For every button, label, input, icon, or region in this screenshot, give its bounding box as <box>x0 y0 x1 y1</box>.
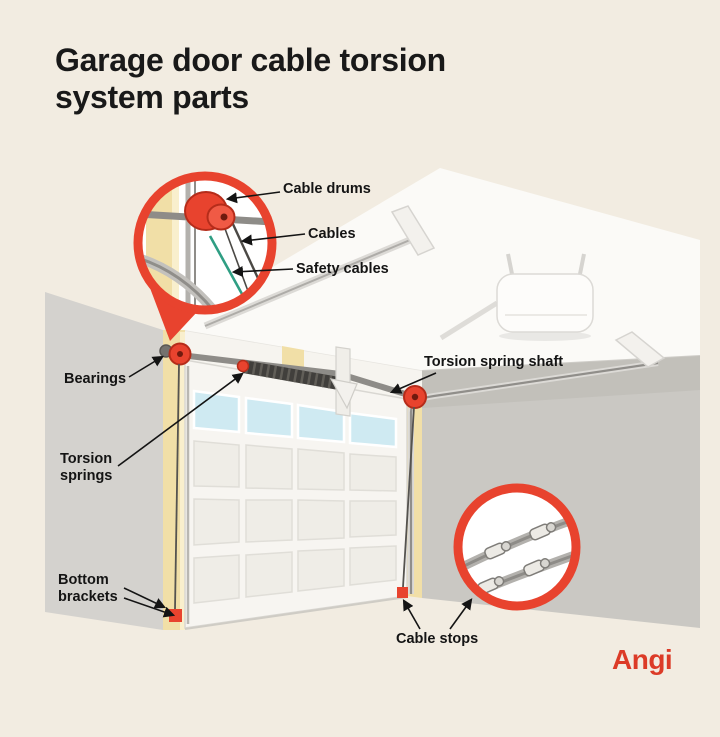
arrow-to-cable-stop-door <box>402 599 421 630</box>
zoom-callout-stops <box>453 483 581 611</box>
arrow-to-springs <box>117 372 244 467</box>
label-cable-stops: Cable stops <box>396 631 479 647</box>
label-safety-cables: Safety cables <box>296 261 389 277</box>
label-arrows <box>117 191 473 630</box>
spring-winding-cone <box>236 359 250 373</box>
center-bearing-cone <box>329 378 358 410</box>
track-hanger-left <box>390 205 436 256</box>
label-cables: Cables <box>308 226 356 242</box>
arrow-to-bottom-bracket-2 <box>123 597 176 618</box>
page-title: Garage door cable torsion system parts <box>55 42 446 116</box>
opener-rail <box>439 300 499 341</box>
callout-ring <box>453 483 581 611</box>
label-bottom-brackets: Bottom brackets <box>58 572 118 606</box>
callout-tail <box>150 288 197 341</box>
label-bearings: Bearings <box>64 371 127 387</box>
arrow-to-bearings <box>128 355 164 378</box>
cable-drum-right-axle <box>411 393 419 401</box>
cable-stop <box>529 522 557 541</box>
torsion-spring-coils <box>244 360 338 390</box>
cable-stop <box>523 558 551 577</box>
arrow-to-cable-stop-zoom <box>449 598 473 630</box>
garage-door-opener <box>439 253 594 341</box>
bottom-bracket-left <box>169 609 182 622</box>
label-torsion-spring-shaft: Torsion spring shaft <box>424 354 564 370</box>
garage-door <box>184 359 408 630</box>
overhead-track-left-rail <box>204 239 411 327</box>
arrow-to-bottom-bracket-1 <box>123 587 167 609</box>
left-wall <box>45 292 163 630</box>
arrow-to-safety-cables <box>231 265 294 278</box>
door-cable-left <box>174 363 180 610</box>
door-cable-right <box>402 406 415 588</box>
cable-stop <box>484 541 512 560</box>
zoom-safety-cable <box>208 235 244 295</box>
angi-logo: Angi <box>612 644 673 675</box>
door-jamb-left-highlight <box>180 332 185 630</box>
door-jamb-left <box>163 330 185 630</box>
arrow-to-cable-drums <box>225 191 281 204</box>
label-cable-drums: Cable drums <box>283 181 371 197</box>
arrow-to-shaft <box>389 372 437 394</box>
cable-drum-left-axle <box>177 351 183 357</box>
arrow-to-cables <box>240 233 306 246</box>
track-hanger-right <box>614 331 666 368</box>
door-panels <box>193 440 397 604</box>
callout-ring <box>133 171 277 315</box>
bottom-bracket-right <box>397 587 408 598</box>
label-torsion-springs: Torsion springs <box>60 451 113 485</box>
